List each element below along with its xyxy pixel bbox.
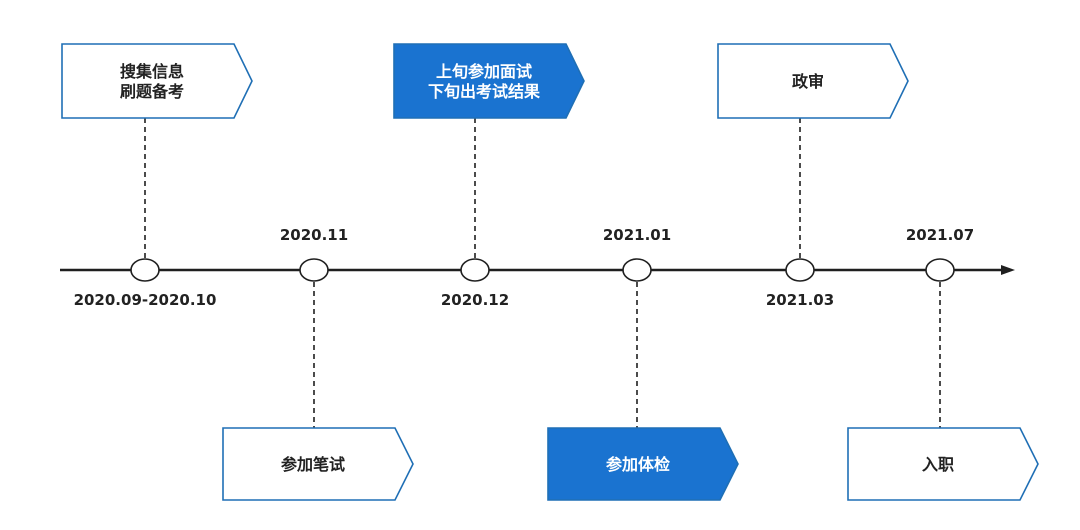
milestone-text: 搜集信息 <box>120 62 184 81</box>
milestone-box-highlighted <box>393 43 585 119</box>
milestone-box <box>847 427 1039 501</box>
date-label: 2020.09-2020.10 <box>74 291 217 309</box>
timeline-node <box>925 258 955 282</box>
date-label: 2020.11 <box>280 226 348 244</box>
milestone-text: 入职 <box>922 455 954 474</box>
milestone-text: 下旬出考试结果 <box>428 82 540 101</box>
timeline-node <box>299 258 329 282</box>
milestone-text: 刷题备考 <box>120 82 184 101</box>
milestone-box <box>717 43 909 119</box>
milestone-text: 政审 <box>792 72 824 91</box>
milestone-text: 上旬参加面试 <box>436 62 532 81</box>
timeline-node <box>785 258 815 282</box>
date-label: 2021.01 <box>603 226 671 244</box>
milestone-box <box>61 43 253 119</box>
timeline-node <box>130 258 160 282</box>
timeline-node <box>460 258 490 282</box>
timeline-arrowhead <box>1001 265 1015 275</box>
milestone-box-highlighted <box>547 427 739 501</box>
timeline-node <box>622 258 652 282</box>
milestone-text: 参加笔试 <box>281 455 345 474</box>
date-label: 2021.03 <box>766 291 834 309</box>
date-label: 2020.12 <box>441 291 509 309</box>
date-label: 2021.07 <box>906 226 974 244</box>
milestone-box <box>222 427 414 501</box>
milestone-text: 参加体检 <box>606 455 670 474</box>
